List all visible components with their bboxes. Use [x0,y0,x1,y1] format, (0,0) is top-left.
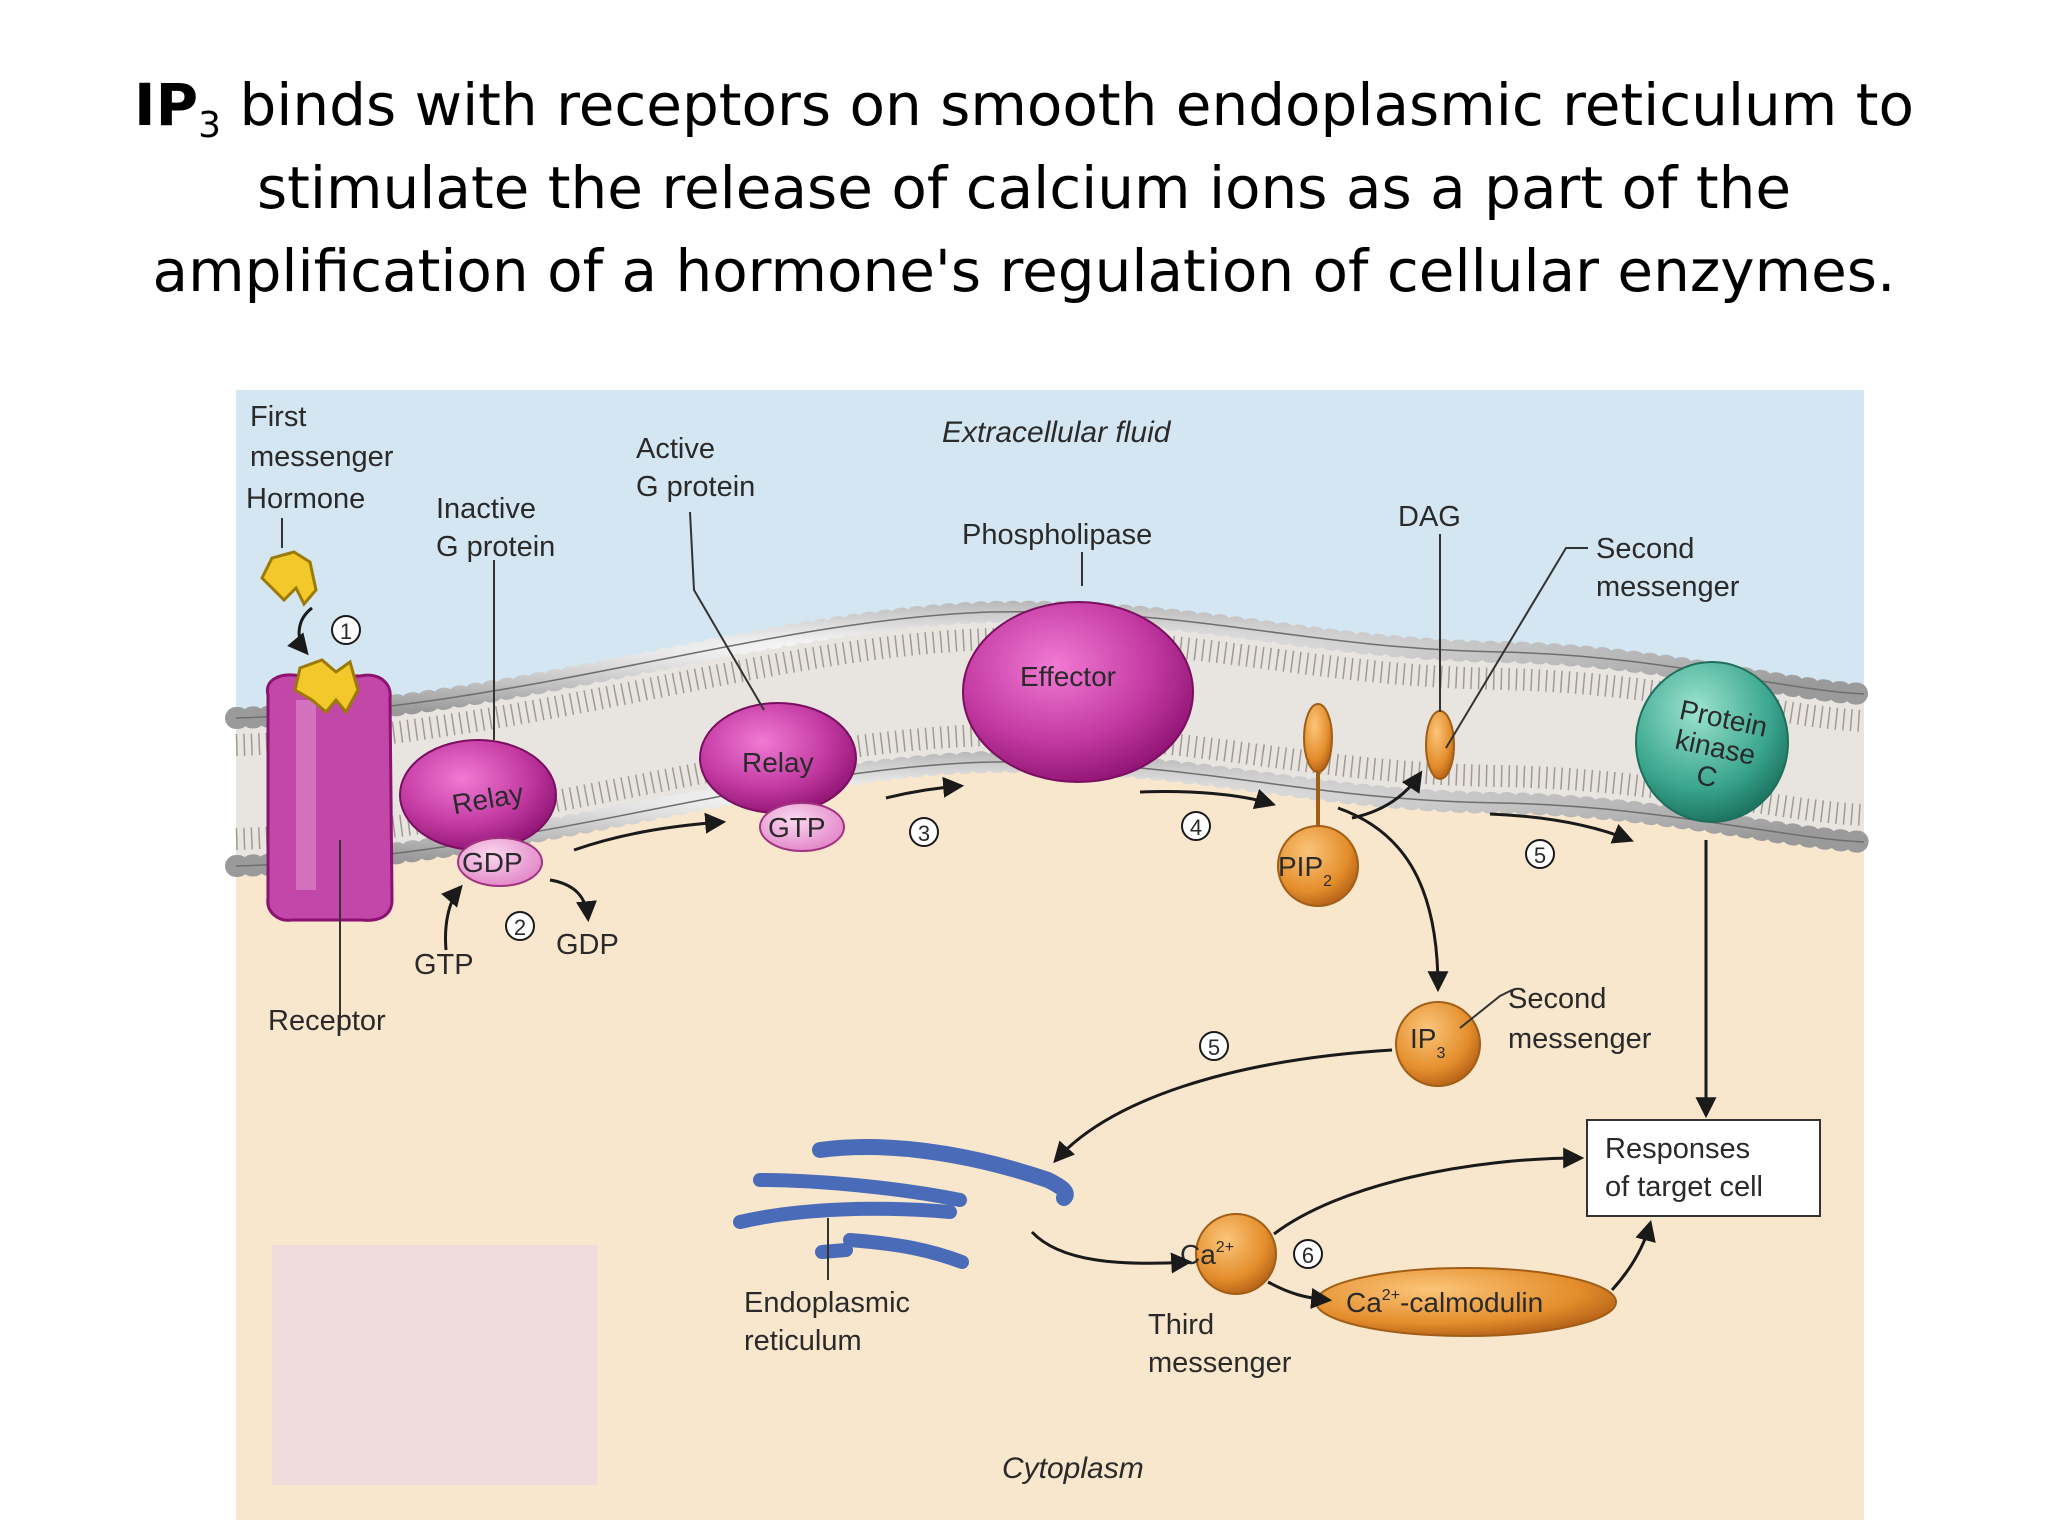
calcium-ion [1195,1213,1277,1295]
step5b-number: 5 [1208,1035,1220,1060]
second-messenger-top-label-1: Second [1596,533,1694,565]
effector-label: Effector [1020,661,1116,692]
dag-label: DAG [1398,501,1461,533]
gdp-bound [457,837,543,887]
arrow-ca-calmodulin [1267,1280,1333,1309]
gdp-label-bound: GDP [462,847,523,878]
inactive-g-label-1: Inactive [436,493,536,525]
step4-circle [1181,811,1211,841]
title-line-1-text: binds with receptors on smooth endoplasm… [221,71,1914,139]
title-line-2: stimulate the release of calcium ions as… [256,154,1792,222]
second-messenger-top-label-2: messenger [1596,571,1740,603]
active-g-label-2: G protein [636,471,755,503]
step4-number: 4 [1190,815,1202,840]
arrow-step4 [1139,788,1277,810]
pip2-label: PIP2 [1278,851,1332,890]
arrow-ca-response [1273,1147,1585,1236]
extracellular-label: Extracellular fluid [942,416,1172,449]
relay-label-active: Relay [742,747,814,778]
gdp-label-free: GDP [556,929,619,961]
step5a-number: 5 [1534,843,1546,868]
pip2-headgroup [1303,703,1333,773]
gtp-bound [759,802,845,852]
pip2-molecule [1277,825,1359,907]
cytoplasm-label: Cytoplasm [1002,1452,1144,1485]
endoplasmic-reticulum [733,1139,1074,1269]
dag-molecule [1425,710,1455,780]
arrow-to-ip3 [1337,806,1449,993]
arrow-hormone-binding [287,606,313,656]
step2-circle [505,911,535,941]
arrow-gdp-out [549,878,597,923]
er-label-1: Endoplasmic [744,1287,910,1319]
step5b-circle [1199,1031,1229,1061]
step2-number: 2 [514,915,526,940]
step1-number: 1 [340,619,352,644]
hormone-label: Hormone [246,483,365,515]
pathway-arrows [441,770,1717,1309]
arrow-calmodulin-response [1610,1219,1656,1292]
title-ip: IP [134,71,199,139]
ip3-molecule [1395,1001,1481,1087]
step5a-circle [1525,839,1555,869]
step-markers: 1 2 3 4 5 5 6 [331,615,1555,1269]
first-messenger-label-2: messenger [250,441,394,473]
arrow-g-activation [573,812,727,852]
first-messenger-label-1: First [250,401,306,433]
third-messenger-label-1: Third [1148,1309,1214,1341]
slide-title: IP3 binds with receptors on smooth endop… [0,64,2048,313]
arrow-to-dag [1351,770,1423,820]
phospholipase-label: Phospholipase [962,519,1152,551]
second-messenger-mid-label-2: messenger [1508,1023,1652,1055]
pink-box [272,1245,597,1485]
step1-circle [331,615,361,645]
step6-circle [1293,1239,1323,1269]
title-line-1: IP3 binds with receptors on smooth endop… [0,64,2048,147]
third-messenger-label-2: messenger [1148,1347,1292,1379]
arrow-ip3-er [1053,1048,1393,1164]
arrow-step3 [885,776,965,800]
arrow-step5-pkc [1489,812,1634,844]
step3-number: 3 [918,821,930,846]
inactive-g-label-2: G protein [436,531,555,563]
step6-number: 6 [1302,1243,1314,1268]
gtp-label-free: GTP [414,949,474,981]
second-messenger-mid-label-1: Second [1508,983,1606,1015]
responses-box [1586,1119,1821,1217]
responses-label-2: of target cell [1605,1171,1763,1203]
step3-circle [909,817,939,847]
responses-label-1: Responses [1605,1133,1750,1165]
hormone-bound [293,658,360,715]
gtp-label-bound: GTP [768,812,826,843]
receptor-protein [265,673,394,922]
ip3-label: IP3 [1410,1023,1445,1062]
title-line-3: amplification of a hormone's regulation … [152,237,1896,305]
effector-phospholipase [962,601,1194,783]
hormone-free [260,550,318,607]
arrow-er-ca [1030,1230,1193,1274]
arrow-gtp-in [441,884,463,951]
protein-kinase-c [1635,661,1789,823]
leader-lines [281,511,1588,1280]
receptor-label: Receptor [268,1005,386,1037]
ca-calmodulin-label: Ca2+-calmodulin [1346,1287,1543,1318]
title-ip-subscript: 3 [198,105,222,146]
active-g-label-1: Active [636,433,715,465]
er-label-2: reticulum [744,1325,862,1357]
